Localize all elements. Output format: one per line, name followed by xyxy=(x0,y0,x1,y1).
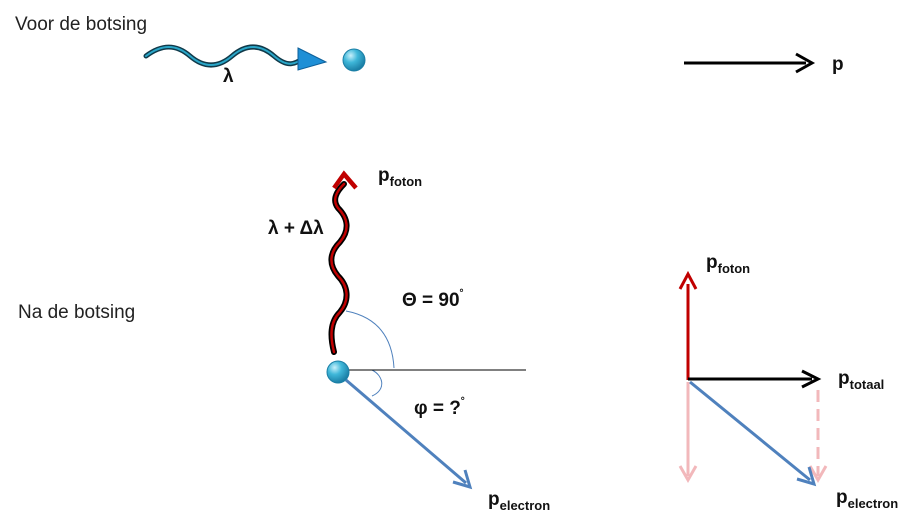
vector-photon-momentum-arrow xyxy=(678,270,698,380)
electron-momentum-arrow xyxy=(345,378,473,490)
vector-electron-momentum-arrow xyxy=(689,380,817,487)
phi-angle-arc xyxy=(371,369,383,397)
vector-total-momentum-label: ptotaal xyxy=(838,368,884,392)
electron-momentum-label-after: pelectron xyxy=(488,489,550,513)
scattered-photon-wave xyxy=(328,170,358,355)
scattered-wavelength-label: λ + Δλ xyxy=(268,218,324,239)
momentum-before-label: p xyxy=(832,54,844,75)
theta-angle-arc xyxy=(345,310,395,369)
theta-label: Θ = 90˚ xyxy=(402,287,464,311)
vector-photon-momentum-label: pfoton xyxy=(706,252,750,276)
incoming-photon-arrowhead xyxy=(297,47,328,71)
after-heading: Na de botsing xyxy=(18,302,135,323)
scattered-photon-arrowhead xyxy=(332,170,358,190)
electron-after xyxy=(326,360,350,384)
photon-momentum-label-after: pfoton xyxy=(378,165,422,189)
phi-label: φ = ?˚ xyxy=(414,395,465,419)
electron-before xyxy=(342,48,366,72)
incoming-wavelength-label: λ xyxy=(223,66,234,87)
vector-photon-component-dashed-arrow xyxy=(808,390,828,484)
momentum-before-arrow xyxy=(684,52,816,74)
vector-photon-component-down-arrow xyxy=(678,382,698,484)
vector-electron-momentum-label: pelectron xyxy=(836,487,898,511)
vector-total-momentum-arrow xyxy=(688,369,822,389)
incoming-photon-wave xyxy=(143,44,328,71)
before-heading: Voor de botsing xyxy=(15,14,147,35)
